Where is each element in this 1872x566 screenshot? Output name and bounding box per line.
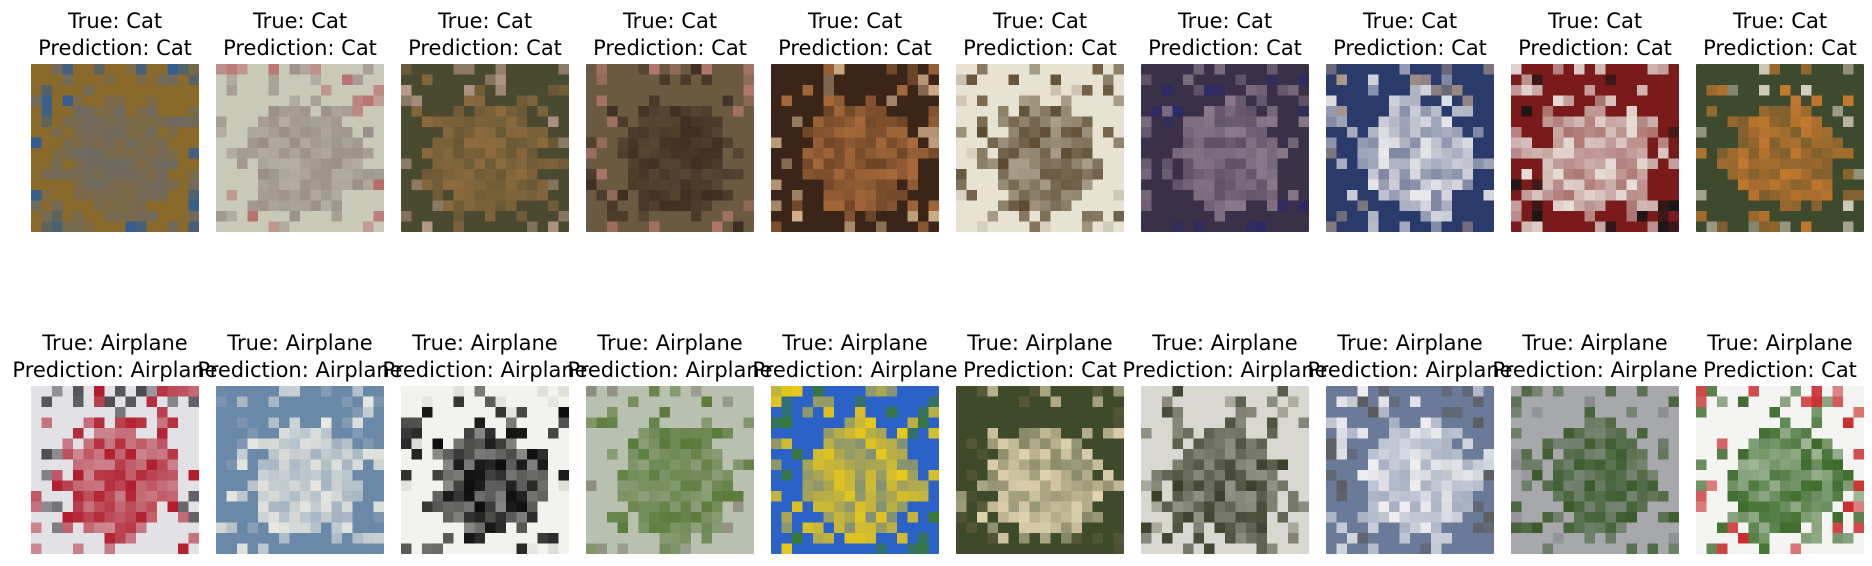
prediction-label: Prediction: Cat <box>1333 36 1487 60</box>
concorde-book-cover-image <box>31 386 199 554</box>
military-plane-on-ground-image <box>1141 386 1309 554</box>
green-propeller-plane-image <box>586 386 754 554</box>
orange-and-white-cat-face-image <box>1696 64 1864 232</box>
true-label: True: Airplane <box>1337 331 1483 355</box>
prediction-label: Prediction: Airplane <box>567 358 773 382</box>
true-label: True: Airplane <box>597 331 743 355</box>
true-label: True: Cat <box>1362 9 1458 33</box>
prediction-label: Prediction: Cat <box>963 358 1117 382</box>
white-airliner-on-runway-image <box>1326 386 1494 554</box>
yawning-tabby-cat-image <box>586 64 754 232</box>
true-label: True: Airplane <box>1152 331 1298 355</box>
true-label: True: Airplane <box>412 331 558 355</box>
black-jet-silhouette-image <box>401 386 569 554</box>
tabby-cat-lying-on-blue-cloth-image <box>31 64 199 232</box>
prediction-label: Prediction: Airplane <box>197 358 403 382</box>
prediction-label: Prediction: Cat <box>963 36 1117 60</box>
prediction-label: Prediction: Cat <box>408 36 562 60</box>
black-and-white-cat-image <box>1511 64 1679 232</box>
flying-wing-over-forest-image <box>956 386 1124 554</box>
cat-on-table-by-window-image <box>956 64 1124 232</box>
prediction-label: Prediction: Cat <box>38 36 192 60</box>
prediction-label: Prediction: Airplane <box>1307 358 1513 382</box>
true-label: True: Airplane <box>967 331 1113 355</box>
prediction-label: Prediction: Cat <box>593 36 747 60</box>
small-plane-in-grey-sky-image <box>1511 386 1679 554</box>
grey-cat-on-light-background-image <box>216 64 384 232</box>
prediction-label: Prediction: Airplane <box>1122 358 1328 382</box>
true-label: True: Airplane <box>782 331 928 355</box>
prediction-label: Prediction: Airplane <box>12 358 218 382</box>
prediction-label: Prediction: Cat <box>1703 358 1857 382</box>
green-toy-plane-on-white-image <box>1696 386 1864 554</box>
cat-on-blue-chair-image <box>1141 64 1309 232</box>
prediction-label: Prediction: Cat <box>1148 36 1302 60</box>
brown-cat-sitting-image <box>401 64 569 232</box>
prediction-label: Prediction: Cat <box>1703 36 1857 60</box>
true-label: True: Airplane <box>227 331 373 355</box>
ginger-cat-on-floor-image <box>771 64 939 232</box>
true-label: True: Cat <box>1732 9 1828 33</box>
white-jet-against-blue-sky-image <box>216 386 384 554</box>
true-label: True: Cat <box>807 9 903 33</box>
true-label: True: Cat <box>622 9 718 33</box>
prediction-label: Prediction: Airplane <box>752 358 958 382</box>
prediction-label: Prediction: Cat <box>778 36 932 60</box>
true-label: True: Cat <box>437 9 533 33</box>
true-label: True: Cat <box>1547 9 1643 33</box>
true-label: True: Cat <box>252 9 348 33</box>
prediction-label: Prediction: Airplane <box>382 358 588 382</box>
true-label: True: Airplane <box>1707 331 1853 355</box>
yellow-biplane-on-grass-image <box>771 386 939 554</box>
true-label: True: Airplane <box>42 331 188 355</box>
true-label: True: Cat <box>67 9 163 33</box>
true-label: True: Cat <box>992 9 1088 33</box>
true-label: True: Cat <box>1177 9 1273 33</box>
true-label: True: Airplane <box>1522 331 1668 355</box>
prediction-label: Prediction: Cat <box>1518 36 1672 60</box>
prediction-label: Prediction: Airplane <box>1492 358 1698 382</box>
white-cat-held-by-person-image <box>1326 64 1494 232</box>
prediction-label: Prediction: Cat <box>223 36 377 60</box>
